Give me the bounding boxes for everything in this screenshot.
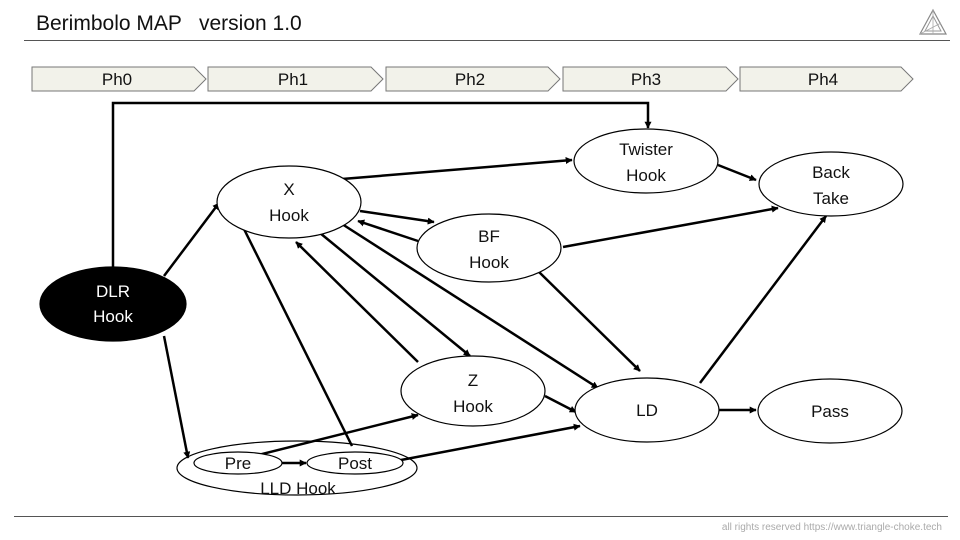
footer-divider: [14, 516, 948, 517]
edge-dlr-to-twister: [111, 101, 652, 278]
triangle-logo-icon: [918, 8, 948, 35]
node-label: Hook: [269, 206, 309, 225]
node-post: Post: [306, 451, 404, 475]
node-back-take: Back Take: [758, 151, 904, 217]
phase-ph1: Ph1: [207, 66, 384, 92]
phase-bar: Ph0 Ph1 Ph2 Ph3 Ph4: [31, 66, 914, 92]
node-dlr-hook: DLR Hook: [39, 266, 187, 342]
node-label: Hook: [453, 397, 493, 416]
node-label: Back: [812, 163, 850, 182]
phase-label: Ph2: [455, 70, 485, 89]
edge-xhook-to-zhook: [319, 232, 471, 357]
edge-zhook-to-ld: [544, 394, 577, 414]
page-title: Berimbolo MAP version 1.0: [36, 12, 302, 35]
node-bf-hook: BF Hook: [416, 213, 562, 283]
node-label: DLR: [96, 282, 130, 301]
edge-post-to-ld: [400, 423, 581, 462]
node-x-hook: X Hook: [216, 165, 362, 239]
phase-ph4: Ph4: [739, 66, 914, 92]
copyright-notice: all rights reserved https://www.triangle…: [721, 522, 942, 533]
phase-ph2: Ph2: [385, 66, 561, 92]
node-label: Z: [468, 371, 478, 390]
node-label: Pre: [225, 454, 251, 473]
edge-zhook-to-xhook: [295, 241, 419, 363]
node-ld: LD: [574, 377, 720, 443]
edge-dlr-to-lld: [162, 335, 191, 459]
node-twister-hook: Twister Hook: [573, 128, 719, 194]
title-divider: [24, 40, 950, 41]
edge-bf-to-ld: [537, 270, 641, 372]
edge-xhook-to-twister: [341, 157, 573, 181]
node-label: LLD Hook: [260, 479, 336, 498]
node-label: BF: [478, 227, 500, 246]
node-pre: Pre: [193, 451, 283, 475]
edge-xhook-to-ld: [341, 222, 599, 390]
node-label: Twister: [619, 140, 673, 159]
node-label: Hook: [469, 253, 509, 272]
phase-ph0: Ph0: [31, 66, 207, 92]
edge-bf-to-backtake: [562, 205, 779, 249]
edge-post-to-xhook: [238, 220, 354, 447]
phase-label: Ph0: [102, 70, 132, 89]
edge-xhook-to-bf: [359, 209, 435, 225]
node-lld-hook: LLD Hook: [176, 440, 418, 498]
node-label: Take: [813, 189, 849, 208]
edge-ld-to-backtake: [699, 215, 827, 384]
node-label: Hook: [626, 166, 666, 185]
node-label: X: [283, 180, 294, 199]
node-label: Pass: [811, 402, 849, 421]
node-label: Post: [338, 454, 372, 473]
node-z-hook: Z Hook: [400, 355, 546, 427]
node-label: Hook: [93, 307, 133, 326]
edges: [111, 101, 827, 467]
edge-dlr-to-xhook: [163, 202, 220, 277]
edge-pre-to-zhook: [253, 413, 419, 458]
phase-label: Ph1: [278, 70, 308, 89]
phase-label: Ph3: [631, 70, 661, 89]
phase-label: Ph4: [808, 70, 838, 89]
node-pass: Pass: [757, 378, 903, 444]
node-label: LD: [636, 401, 658, 420]
edge-twister-to-backtake: [717, 163, 757, 182]
phase-ph3: Ph3: [562, 66, 739, 92]
edge-bf-to-xhook: [357, 219, 419, 243]
